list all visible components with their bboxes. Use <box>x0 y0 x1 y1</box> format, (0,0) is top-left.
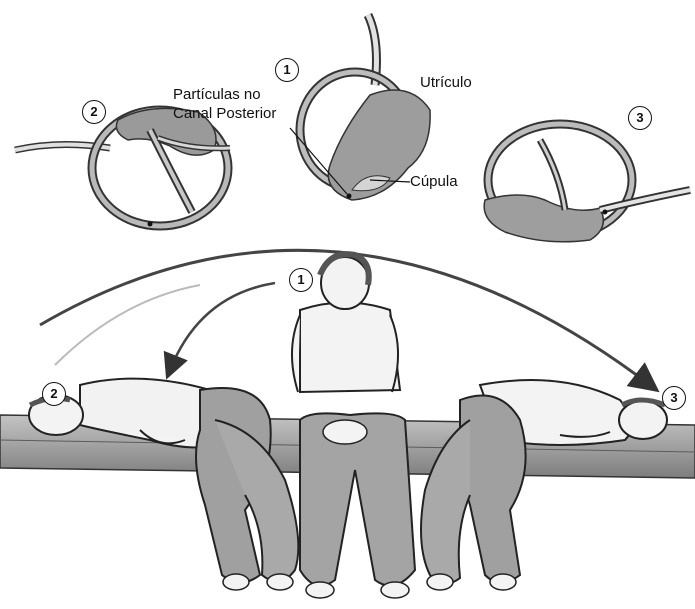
label-particles-line2: Canal Posterior <box>173 105 276 123</box>
marker-ear-3: 3 <box>628 106 652 130</box>
marker-patient-2: 2 <box>42 382 66 406</box>
marker-patient-1: 1 <box>289 268 313 292</box>
marker-ear-1: 1 <box>275 58 299 82</box>
label-utricle: Utrículo <box>420 74 472 92</box>
marker-ear-2: 2 <box>82 100 106 124</box>
inner-ear-position-2 <box>15 108 230 226</box>
marker-patient-3: 3 <box>662 386 686 410</box>
label-cupula: Cúpula <box>410 173 458 191</box>
arrow-to-position-2 <box>170 283 275 370</box>
label-particles-line1: Partículas no <box>173 86 261 104</box>
inner-ear-position-3 <box>484 124 690 242</box>
patient-lying-right <box>421 380 667 590</box>
patient-lying-left <box>29 379 298 590</box>
patient-seated <box>292 254 415 598</box>
